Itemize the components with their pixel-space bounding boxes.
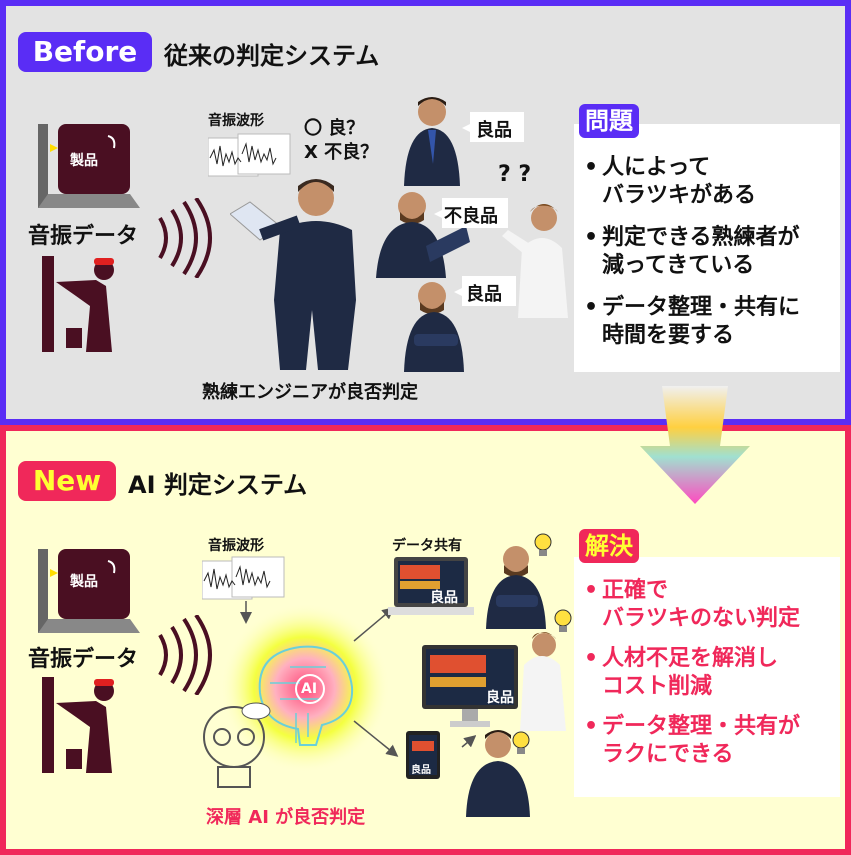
solution-item-3: •データ整理・共有が ラクにできる xyxy=(584,713,840,769)
sound-wave-icon xyxy=(154,198,218,278)
solution-text-2: 人材不足を解消し コスト削減 xyxy=(602,646,779,699)
waveform-label-new: 音振波形 xyxy=(208,538,264,554)
speech-good-1: 良品 xyxy=(476,120,512,141)
worker-figure-new xyxy=(36,677,146,777)
new-title: AI 判定システム xyxy=(128,471,308,499)
lightbulb-icon-1 xyxy=(528,529,558,559)
engineer-figure xyxy=(230,174,360,370)
machine-figure-new xyxy=(30,539,140,639)
ai-label: AI xyxy=(301,681,318,697)
before-title: 従来の判定システム xyxy=(164,42,380,70)
problem-box xyxy=(574,124,840,372)
sound-data-label: 音振データ xyxy=(28,224,139,249)
ai-caption: 深層 AI が良否判定 xyxy=(206,807,366,828)
person-2-figure xyxy=(504,627,574,731)
solution-item-2: •人材不足を解消し コスト削減 xyxy=(584,645,840,701)
solution-text-1: 正確で バラツキのない判定 xyxy=(602,578,801,631)
waveform-cards xyxy=(208,132,292,180)
question-marks: ? ? xyxy=(498,162,532,187)
speech-bubble-2 xyxy=(434,196,510,230)
worker-figure xyxy=(36,256,146,356)
solution-item-1: •正確で バラツキのない判定 xyxy=(584,577,840,633)
machine-figure xyxy=(30,114,140,214)
monitor-badge: 良品 xyxy=(486,690,514,706)
bad-question: X 不良？ xyxy=(304,142,379,163)
problem-item-3: •データ整理・共有に 時間を要する xyxy=(584,294,840,350)
tablet-badge: 良品 xyxy=(411,765,431,776)
product-label: 製品 xyxy=(70,153,98,169)
good-question: 〇 良？ xyxy=(304,118,365,139)
product-label-new: 製品 xyxy=(70,574,98,590)
before-tag: Before xyxy=(18,32,152,72)
laptop-badge: 良品 xyxy=(430,590,458,606)
speech-bubble-1 xyxy=(462,110,526,144)
solution-box xyxy=(574,557,840,797)
reviewer-2-figure xyxy=(370,186,470,278)
person-3-figure xyxy=(462,727,532,817)
engineer-caption: 熟練エンジニアが良否判定 xyxy=(202,382,418,403)
lightbulb-icon-3 xyxy=(506,727,536,757)
robot-figure xyxy=(192,701,276,791)
person-1-figure xyxy=(480,539,560,629)
data-share-label: データ共有 xyxy=(392,538,462,554)
new-tag: New xyxy=(18,461,116,501)
solution-text-3: データ整理・共有が ラクにできる xyxy=(602,714,801,767)
laptop-icon xyxy=(388,557,474,621)
before-panel: Before 従来の判定システム 製品 音振データ 音振波 xyxy=(0,0,851,425)
problem-tag: 問題 xyxy=(579,104,639,138)
waveform-cards-new xyxy=(202,555,286,603)
problem-text-1: 人によって バラツキがある xyxy=(602,155,757,208)
new-panel: New AI 判定システム 製品 音振データ 音振波形 xyxy=(0,425,851,855)
problem-text-3: データ整理・共有に 時間を要する xyxy=(602,295,801,348)
waveform-label: 音振波形 xyxy=(208,113,264,129)
woman-figure xyxy=(500,198,574,318)
tablet-icon xyxy=(406,731,440,779)
monitor-icon xyxy=(422,645,518,729)
sound-wave-icon-new xyxy=(154,615,218,695)
speech-bubble-3 xyxy=(454,274,518,308)
lightbulb-icon-2 xyxy=(548,605,578,635)
problem-item-1: •人によって バラツキがある xyxy=(584,154,840,210)
solve-tag: 解決 xyxy=(579,529,639,563)
problem-text-2: 判定できる熟練者が 減ってきている xyxy=(602,225,800,278)
transition-arrow-icon xyxy=(640,386,750,504)
problem-item-2: •判定できる熟練者が 減ってきている xyxy=(584,224,840,280)
sound-data-label-new: 音振データ xyxy=(28,647,139,672)
speech-good-2: 良品 xyxy=(466,284,502,305)
speech-bad: 不良品 xyxy=(444,206,498,227)
reviewer-3-figure xyxy=(400,276,490,372)
reviewer-1-figure xyxy=(400,94,460,186)
